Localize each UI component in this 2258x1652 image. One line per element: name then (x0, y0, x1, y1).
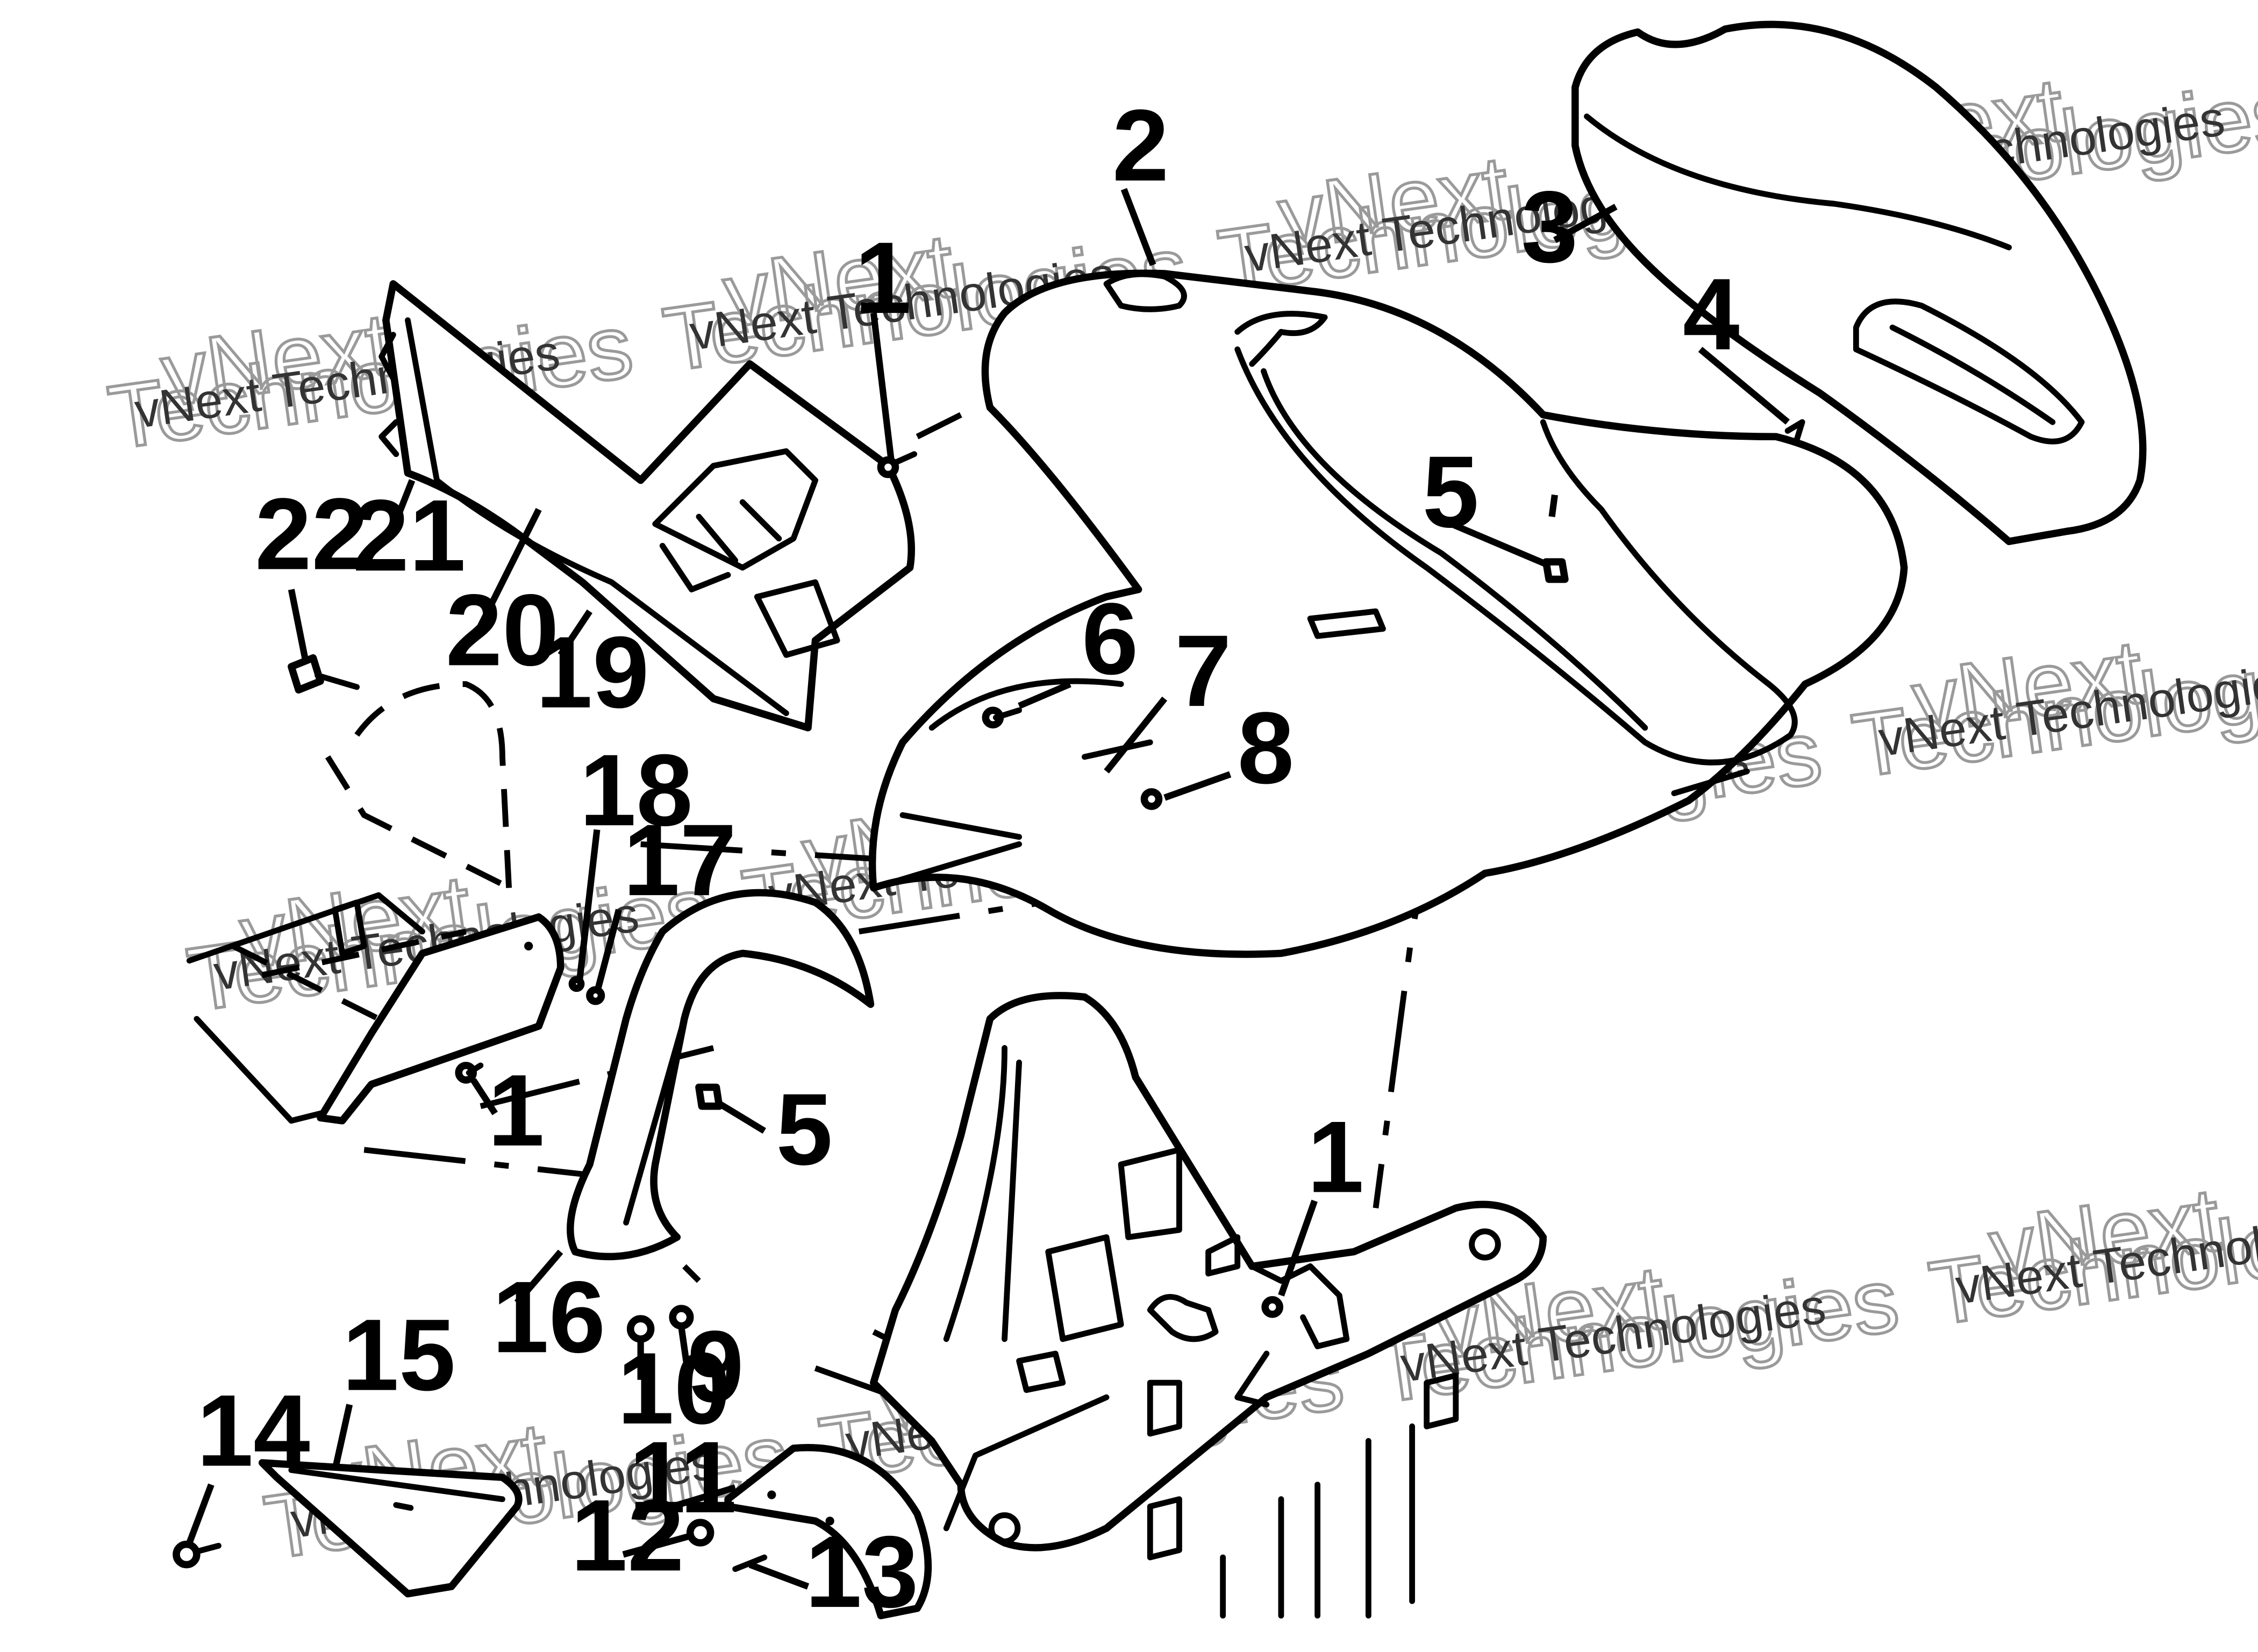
callout-19: 19 (536, 616, 649, 730)
callout-6: 6 (1082, 582, 1138, 696)
callout-5: 5 (776, 1072, 832, 1186)
callout-22: 22 (255, 477, 368, 591)
hardware (173, 419, 1805, 1572)
fender-flare (567, 889, 875, 1261)
callout-20: 20 (446, 573, 559, 687)
callout-11: 11 (629, 1420, 737, 1534)
footwell-panel (378, 280, 915, 732)
skid-plate (258, 1459, 523, 1598)
callout-labels: 2 3 4 5 6 7 8 1 21 20 19 22 18 17 1 5 16… (197, 89, 1740, 1629)
callout-13: 13 (805, 1515, 919, 1629)
mud-guard (724, 1444, 932, 1620)
callout-10: 10 (617, 1332, 731, 1446)
mud-flap-bracket (317, 913, 564, 1125)
callout-18: 18 (580, 733, 693, 847)
callout-4: 4 (1683, 258, 1739, 371)
frame (870, 992, 1547, 1619)
callout-5: 5 (1423, 435, 1479, 549)
callout-15: 15 (342, 1298, 456, 1412)
callout-1: 1 (488, 1054, 544, 1168)
callout-12: 12 (571, 1478, 684, 1592)
callout-14: 14 (197, 1374, 310, 1487)
rear-fender (868, 269, 1908, 958)
callout-7: 7 (1175, 614, 1231, 728)
callout-17: 17 (623, 803, 737, 917)
callout-3: 3 (1521, 170, 1578, 284)
rear-rack-cover (1571, 20, 2147, 545)
callout-21: 21 (353, 478, 466, 592)
callout-1: 1 (1307, 1100, 1364, 1214)
callout-1: 1 (855, 221, 911, 335)
watermark: vNext Technologies vNext Technologies (1845, 619, 2258, 798)
leader-lines (186, 188, 1790, 1590)
watermark: vNext Technologies vNext Technologies (1922, 1167, 2258, 1346)
callout-8: 8 (1238, 691, 1294, 805)
callout-9: 9 (687, 1310, 744, 1424)
callout-2: 2 (1112, 89, 1169, 203)
callout-16: 16 (492, 1260, 605, 1374)
